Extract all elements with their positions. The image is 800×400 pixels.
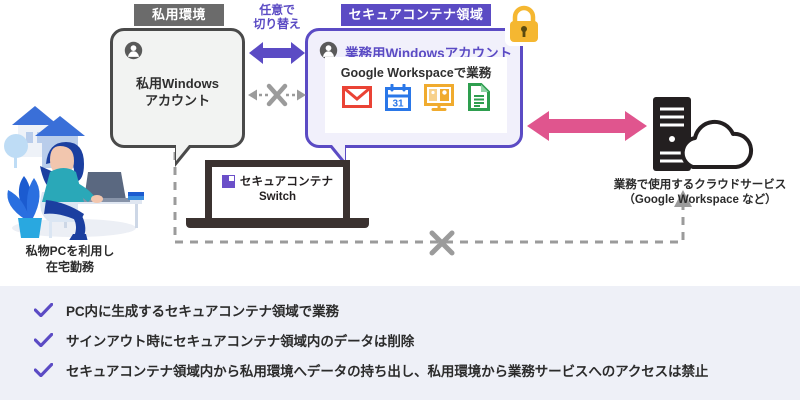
cloud-caption-line1: 業務で使用するクラウドサービス — [613, 179, 787, 191]
secure-container-brand: セキュアコンテナ — [212, 173, 343, 189]
check-icon — [34, 333, 53, 347]
cloud-service-caption: 業務で使用するクラウドサービス （Google Workspace など） — [600, 178, 800, 208]
person-icon — [124, 41, 143, 60]
check-icon — [34, 363, 53, 377]
note-item-1: PC内に生成するセキュアコンテナ領域で業務 — [34, 300, 339, 320]
note-item-3: セキュアコンテナ領域内から私用環境へデータの持ち出し、私用環境から業務サービスへ… — [34, 360, 708, 380]
home-worker-caption: 私物PCを利用し 在宅勤務 — [0, 243, 140, 275]
note-text-3: セキュアコンテナ領域内から私用環境へデータの持ち出し、私用環境から業務サービスへ… — [66, 364, 709, 379]
work-bubble-tail-inner — [332, 145, 345, 161]
private-bubble-tail-inner — [176, 145, 189, 161]
tag-secure-container-area: セキュアコンテナ領域 — [341, 4, 491, 26]
switch-note: 任意で 切り替え — [246, 3, 308, 31]
home-caption-line1: 私物PCを利用し — [25, 244, 115, 258]
cloud-double-arrow — [527, 111, 647, 141]
cloud-caption-line2: （Google Workspace など） — [623, 194, 777, 206]
laptop-screen: セキュアコンテナ Switch — [205, 160, 350, 218]
tag-private-environment: 私用環境 — [134, 4, 224, 26]
person-icon — [319, 41, 338, 60]
google-workspace-title: Google Workspaceで業務 — [340, 66, 492, 80]
secure-container-product-sub: Switch — [258, 191, 297, 203]
note-text-2: サインアウト時にセキュアコンテナ領域内のデータは削除 — [66, 334, 415, 349]
laptop-base — [186, 218, 369, 228]
private-account-label: 私用Windows アカウント — [113, 75, 242, 109]
notes-panel: PC内に生成するセキュアコンテナ領域で業務 サインアウト時にセキュアコンテナ領域… — [0, 286, 800, 400]
lock-icon — [505, 4, 543, 46]
secure-container-product-name: セキュアコンテナ — [239, 176, 334, 188]
calendar-icon: 31 — [384, 83, 411, 111]
switch-double-arrow — [249, 42, 305, 64]
google-workspace-icon-row: 31 — [325, 83, 507, 111]
secure-container-logo-icon — [221, 174, 235, 188]
switch-note-line2: 切り替え — [253, 17, 301, 31]
private-label-line1: 私用Windows — [136, 76, 219, 91]
private-label-line2: アカウント — [144, 93, 210, 108]
private-account-bubble: 私用Windows アカウント — [110, 28, 245, 167]
gmail-icon — [341, 86, 372, 108]
server-cloud-icon — [653, 97, 753, 171]
note-item-2: サインアウト時にセキュアコンテナ領域内のデータは削除 — [34, 330, 414, 350]
google-workspace-panel: Google Workspaceで業務 31 — [325, 57, 507, 133]
note-text-1: PC内に生成するセキュアコンテナ領域で業務 — [66, 304, 339, 319]
check-icon — [34, 303, 53, 317]
docs-icon — [467, 83, 490, 111]
home-caption-line2: 在宅勤務 — [45, 260, 94, 274]
meet-icon — [423, 83, 454, 111]
work-account-bubble: 業務用Windowsアカウント Google Workspaceで業務 31 — [305, 28, 523, 167]
blocked-transfer-arrow — [248, 83, 306, 107]
remote-worker-illustration — [4, 106, 144, 240]
blocked-path-x-mark — [429, 230, 455, 256]
switch-note-line1: 任意で — [259, 3, 295, 17]
calendar-day-number: 31 — [392, 98, 404, 109]
